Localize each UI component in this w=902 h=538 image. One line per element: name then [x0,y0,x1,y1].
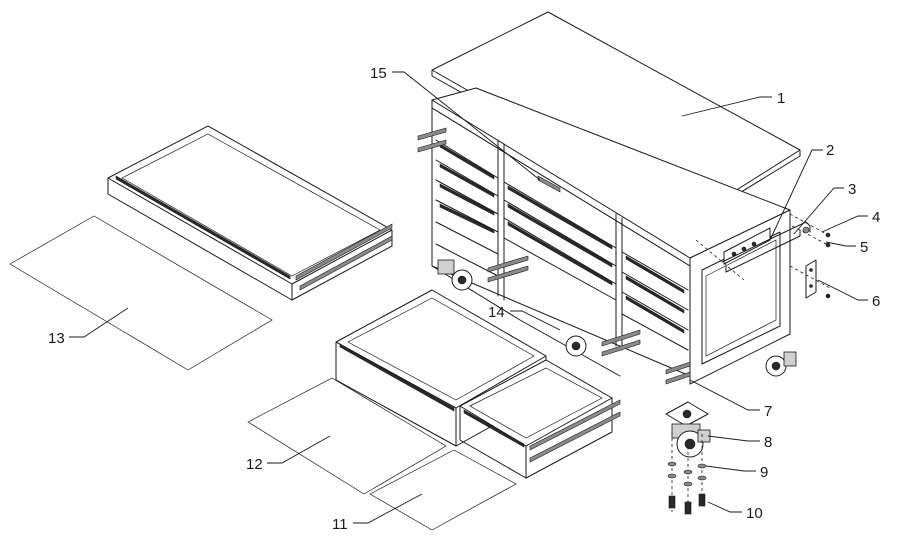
leader-lines [69,71,868,524]
part-10-bolts [668,493,706,515]
cabinet-caster-mid [565,335,587,357]
callout-15: 15 [370,65,387,82]
small-drawer-right [459,359,621,479]
main-cabinet [417,87,831,385]
callout-7: 7 [764,403,772,420]
callout-12: 12 [246,456,263,473]
callout-11: 11 [332,516,348,533]
callout-4: 4 [872,209,880,226]
cabinet-caster-left [437,259,473,291]
part-6-bracket [805,259,817,299]
callout-5: 5 [860,239,868,256]
callout-9: 9 [760,464,768,481]
callout-6: 6 [872,293,880,310]
part-13-liner-mat [9,215,273,371]
callout-3: 3 [848,181,856,198]
part-8-caster [665,401,711,458]
cabinet-caster-right [765,351,797,377]
callout-13: 13 [48,330,65,347]
part-13-large-drawer [107,125,393,301]
part-11-liner-mat [369,449,517,531]
callout-8: 8 [764,434,772,451]
part-12-liner-mat [247,377,447,495]
callout-labels: 1 2 3 4 5 6 7 8 9 10 11 12 13 14 15 [48,65,880,533]
callout-2: 2 [826,142,834,159]
callout-1: 1 [777,90,785,107]
callout-10: 10 [746,505,763,522]
callout-14: 14 [488,304,505,321]
medium-drawer-left [335,289,547,447]
